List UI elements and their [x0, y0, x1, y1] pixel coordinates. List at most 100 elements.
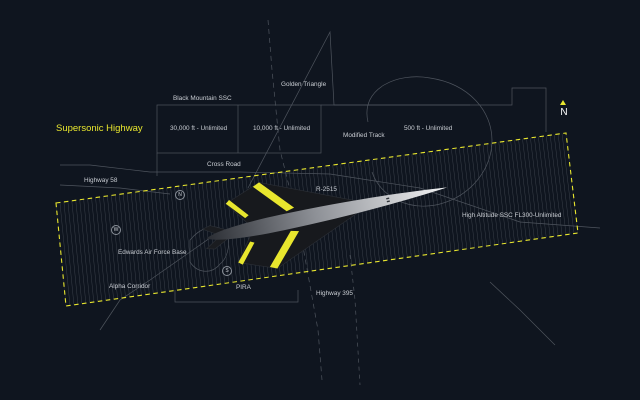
label-highway-395: Highway 395: [316, 290, 353, 297]
label-cross-road: Cross Road: [207, 161, 241, 168]
corridor-hatch-line: [186, 185, 198, 288]
corridor-hatch-line: [372, 159, 384, 261]
corridor-hatch-line: [459, 147, 472, 249]
corridor-hatch-line: [146, 190, 158, 294]
corridor-hatch-line: [395, 156, 408, 258]
corridor-hatch-line: [150, 189, 162, 293]
corridor-hatch-line: [379, 158, 392, 260]
corridor-hatch-line: [431, 151, 444, 253]
black-mountain-ssc-box: [156, 104, 322, 154]
label-edwards-afb: Edwards Air Force Base: [118, 249, 187, 256]
corridor-hatch-line: [119, 194, 130, 297]
corridor-hatch-line: [522, 138, 535, 240]
corridor-hatch-line: [154, 189, 166, 292]
corridor-hatch-line: [134, 192, 146, 295]
corridor-hatch-line: [115, 194, 126, 298]
corridor-hatch-line: [553, 134, 567, 235]
corridor-hatch-line: [502, 141, 515, 243]
corridor-hatch-line: [198, 183, 210, 286]
label-black-mountain-ssc: Black Mountain SSC: [173, 95, 232, 102]
aircraft-icon: [201, 182, 448, 269]
corridor-hatch-line: [162, 188, 174, 291]
corridor-hatch-line: [435, 150, 448, 252]
corridor-hatch-line: [411, 154, 424, 256]
corridor-hatch-line: [549, 135, 563, 236]
corridor-hatch-line: [59, 202, 71, 306]
corridor-hatch-line: [534, 137, 547, 238]
north-arrow-icon: [560, 100, 566, 105]
corridor-hatch-line: [403, 155, 416, 257]
corridor-hatch-line: [526, 138, 539, 239]
corridor-hatch-line: [67, 201, 79, 305]
marker-s: S: [222, 266, 232, 276]
corridor-hatch-line: [63, 201, 75, 305]
corridor-hatch-line: [142, 191, 154, 294]
label-altitude-30000: 30,000 ft - Unlimited: [170, 125, 228, 132]
corridor-hatch-line: [383, 157, 396, 260]
diagonal-road: [489, 281, 556, 346]
corridor-hatch-line: [506, 141, 519, 242]
airspace-boundary: [321, 87, 547, 132]
corridor-hatch-line: [451, 148, 464, 250]
label-altitude-500: 500 ft - Unlimited: [404, 125, 453, 132]
corridor-hatch-line: [360, 161, 372, 263]
corridor-hatch-line: [202, 182, 214, 286]
corridor-hatch-line: [174, 186, 186, 290]
corridor-hatch-line: [466, 146, 479, 248]
corridor-hatch-line: [474, 145, 487, 247]
corridor-hatch-line: [111, 195, 122, 299]
label-high-altitude-ssc: High Altitude SSC FL300-Unlimited: [462, 212, 562, 219]
corridor-hatch-line: [103, 196, 114, 300]
corridor-hatch-line: [170, 187, 182, 290]
corridor-hatch-line: [178, 186, 190, 289]
corridor-hatch-line: [447, 149, 460, 251]
corridor-hatch-line: [486, 143, 499, 245]
corridor-hatch-line: [546, 135, 559, 236]
corridor-hatch-line: [514, 140, 527, 241]
compass-label: N: [560, 107, 568, 118]
corridor-hatch-line: [415, 153, 428, 255]
corridor-hatch-line: [530, 137, 543, 239]
label-golden-triangle: Golden Triangle: [281, 81, 327, 88]
marker-w: W: [111, 225, 121, 235]
corridor-hatch-line: [190, 184, 202, 287]
corridor-hatch: [56, 133, 578, 306]
label-pira: PIRA: [236, 284, 251, 291]
corridor-hatch-line: [538, 136, 551, 237]
corridor-hatch-line: [166, 187, 178, 291]
corridor-hatch-line: [356, 161, 368, 264]
corridor-hatch-line: [419, 153, 432, 254]
golden-triangle-boundary: [247, 30, 470, 189]
corridor-hatch-line: [490, 143, 503, 244]
corridor-hatch-line: [387, 157, 400, 259]
corridor-hatch-line: [122, 193, 134, 297]
corridor-hatch-line: [99, 197, 110, 300]
corridor-hatch-line: [561, 133, 575, 234]
corridor-hatch-line: [439, 150, 452, 252]
label-highway-58: Highway 58: [84, 177, 118, 184]
corridor-hatch-line: [498, 142, 511, 243]
corridor-hatch-line: [83, 199, 95, 303]
headline-title: Supersonic Highway: [56, 123, 143, 134]
corridor-hatch-line: [510, 140, 523, 241]
corridor-hatch-line: [427, 151, 440, 253]
corridor-hatch-line: [376, 159, 388, 261]
corridor-hatch-line: [126, 193, 138, 296]
corridor-hatch-line: [542, 136, 555, 237]
corridor-hatch-line: [407, 154, 420, 256]
corridor-hatch-line: [95, 197, 106, 301]
corridor-hatch-line: [423, 152, 436, 254]
corridor-hatch-line: [79, 199, 91, 303]
corridor-hatch-line: [482, 144, 495, 245]
corridor-hatch-line: [75, 200, 87, 304]
modified-track-loop: [366, 76, 493, 207]
corridor-hatch-line: [206, 182, 218, 285]
corridor-hatch-line: [462, 147, 476, 248]
corridor-hatch-line: [368, 160, 380, 262]
corridor-hatch-line: [107, 195, 118, 299]
corridor-hatch-line: [71, 200, 83, 304]
corridor-hatch-line: [557, 134, 571, 235]
corridor-hatch-line: [470, 145, 483, 247]
